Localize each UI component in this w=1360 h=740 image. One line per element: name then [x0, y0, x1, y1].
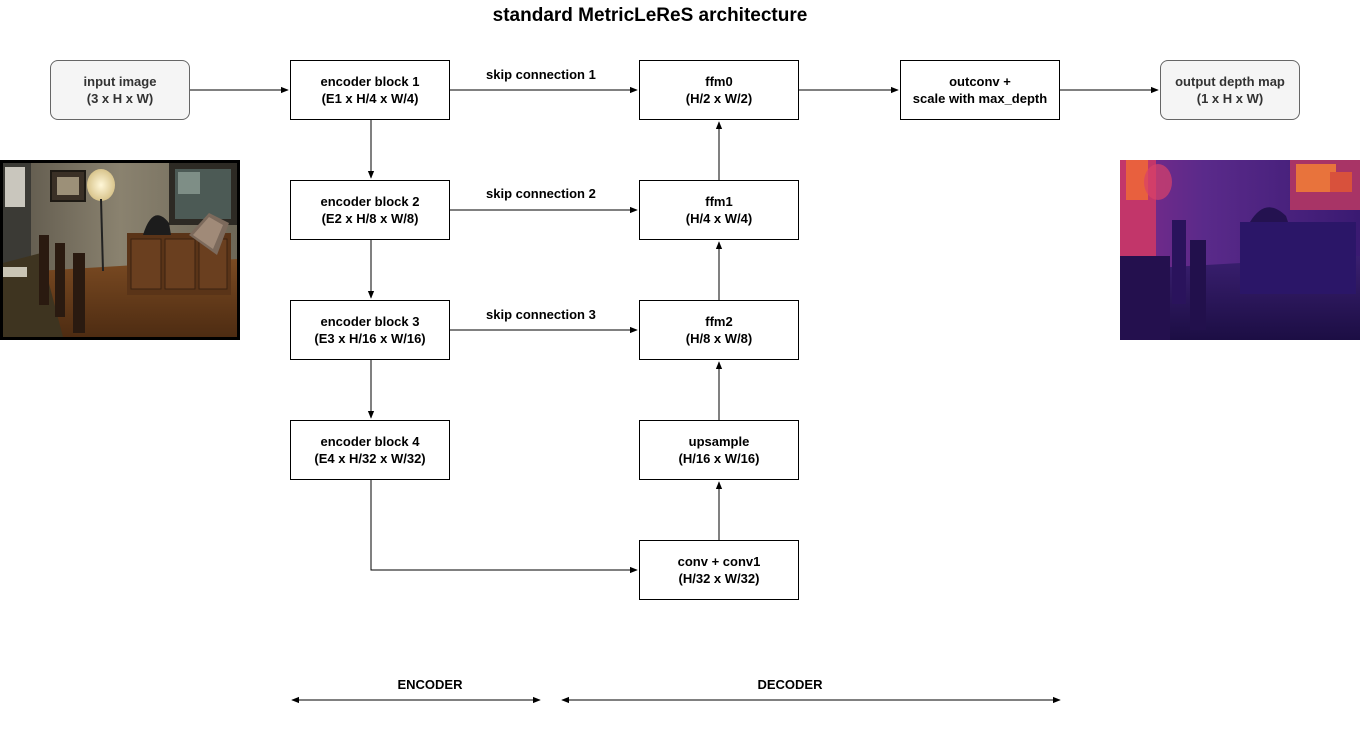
encoder-block-4-node: encoder block 4 (E4 x H/32 x W/32)	[290, 420, 450, 480]
ffm1-node: ffm1 (H/4 x W/4)	[639, 180, 799, 240]
room-photo-graphic	[3, 163, 237, 337]
encoder-block-1-node: encoder block 1 (E1 x H/4 x W/4)	[290, 60, 450, 120]
node-shape: (E3 x H/16 x W/16)	[314, 331, 426, 346]
node-title: outconv +	[949, 74, 1011, 89]
diagram-title: standard MetricLeReS architecture	[492, 5, 808, 26]
decoder-section-label: DECODER	[757, 677, 823, 692]
encoder-block-2-node: encoder block 2 (E2 x H/8 x W/8)	[290, 180, 450, 240]
node-shape: (H/16 x W/16)	[678, 451, 760, 466]
node-title: upsample	[688, 434, 750, 449]
node-shape: (3 x H x W)	[86, 91, 154, 106]
node-title: output depth map	[1175, 74, 1285, 89]
output-depth-map-node: output depth map (1 x H x W)	[1160, 60, 1300, 120]
node-shape: (H/8 x W/8)	[685, 331, 753, 346]
node-title: encoder block 1	[320, 74, 420, 89]
node-shape: (H/32 x W/32)	[678, 571, 760, 586]
skip-connection-2-label: skip connection 2	[486, 186, 596, 201]
skip-connection-3-label: skip connection 3	[486, 307, 596, 322]
upsample-node: upsample (H/16 x W/16)	[639, 420, 799, 480]
encoder-section-label: ENCODER	[397, 677, 463, 692]
node-shape: (H/2 x W/2)	[685, 91, 753, 106]
depth-map-graphic	[1120, 160, 1360, 340]
node-shape: (1 x H x W)	[1196, 91, 1264, 106]
ffm2-node: ffm2 (H/8 x W/8)	[639, 300, 799, 360]
conv-node: conv + conv1 (H/32 x W/32)	[639, 540, 799, 600]
node-title: encoder block 4	[320, 434, 420, 449]
node-title: ffm2	[705, 314, 733, 329]
input-image-node: input image (3 x H x W)	[50, 60, 190, 120]
node-shape: scale with max_depth	[912, 91, 1048, 106]
node-title: ffm0	[705, 74, 733, 89]
node-shape: (E1 x H/4 x W/4)	[321, 91, 419, 106]
node-shape: (E4 x H/32 x W/32)	[314, 451, 426, 466]
node-shape: (E2 x H/8 x W/8)	[321, 211, 419, 226]
input-room-photo	[0, 160, 240, 340]
node-shape: (H/4 x W/4)	[685, 211, 753, 226]
encoder-block-3-node: encoder block 3 (E3 x H/16 x W/16)	[290, 300, 450, 360]
outconv-node: outconv + scale with max_depth	[900, 60, 1060, 120]
ffm0-node: ffm0 (H/2 x W/2)	[639, 60, 799, 120]
node-title: input image	[83, 74, 157, 89]
output-depth-map-image	[1120, 160, 1360, 340]
node-title: encoder block 2	[320, 194, 420, 209]
edge-enc4-conv	[370, 480, 638, 574]
node-title: ffm1	[705, 194, 733, 209]
node-title: encoder block 3	[320, 314, 420, 329]
node-title: conv + conv1	[677, 554, 761, 569]
skip-connection-1-label: skip connection 1	[486, 67, 596, 82]
